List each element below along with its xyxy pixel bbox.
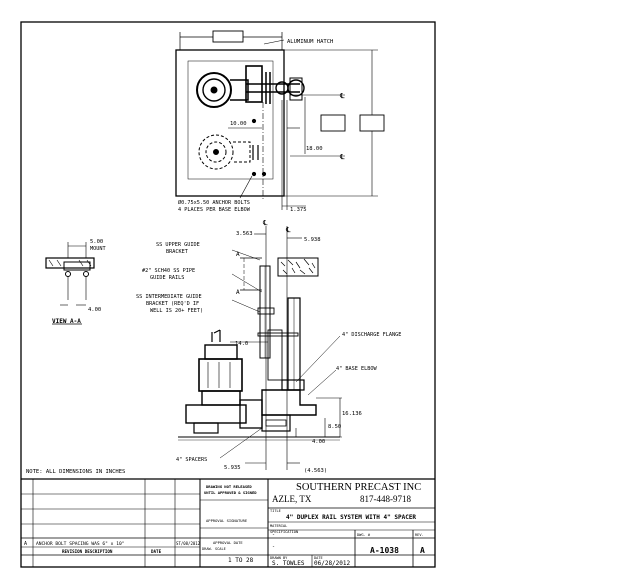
material-header: MATERIAL — [270, 524, 287, 528]
drawn-by-header: DRAWN BY — [270, 556, 288, 560]
elevation-view — [178, 226, 342, 470]
pipe-label-2: GUIDE RAILS — [150, 275, 184, 281]
dim-box-1 — [320, 114, 346, 132]
rev-col-date: DATE — [151, 549, 162, 554]
approval-signature-label: APPROVAL SIGNATURE — [206, 518, 248, 523]
dwg-header: DWG. # — [357, 533, 371, 537]
drawing-number: A-1038 — [370, 546, 399, 555]
date-header: DATE — [314, 556, 323, 560]
scale-header: DRAW. SCALE — [202, 547, 226, 551]
basin-outline — [175, 49, 285, 197]
drawn-by-value: S. TOWLES — [272, 560, 305, 567]
drawing-title: 4" DUPLEX RAIL SYSTEM WITH 4" SPACER — [286, 514, 416, 521]
dim-5935: 5.935 — [224, 465, 241, 471]
rev-value: A — [420, 546, 425, 555]
elevation-view-text: ℄ ℄ 3.563 5.938 SS UPPER GUIDE BRACKET #… — [136, 219, 401, 474]
anchor-bolts-label-1: Ø0.75x5.50 ANCHOR BOLTS — [178, 199, 250, 206]
dim-16136: 16.136 — [342, 411, 362, 417]
rev-col-desc: REVISION DESCRIPTION — [62, 549, 113, 554]
dim-1375: 1.375 — [290, 207, 307, 213]
dim-18: 18.00 — [306, 146, 323, 152]
sheet-border — [20, 21, 436, 568]
approval-date-label: APPROVAL DATE — [213, 540, 243, 545]
intermediate-label-3: WELL IS 20+ FEET) — [150, 308, 203, 314]
anchor-bolts-label-2: 4 PLACES PER BASE ELBOW — [178, 207, 251, 213]
notice-line-1: DRAWING NOT RELEASED — [206, 484, 252, 489]
title-block — [21, 478, 435, 567]
rev-header: REV. — [415, 533, 424, 537]
company-city: AZLE, TX — [272, 494, 312, 504]
company-phone: 817-448-9718 — [360, 494, 411, 504]
dim-850: 8.50 — [328, 424, 341, 430]
dim-5938: 5.938 — [304, 237, 321, 243]
view-dim-400: 4.00 — [88, 307, 101, 313]
plan-view — [175, 30, 385, 210]
section-a-lower: A — [236, 289, 240, 296]
view-mount-label: MOUNT — [90, 246, 106, 252]
plan-view-text: ALUMINUM HATCH 10.00 18.00 ℄ ℄ Ø0.75x5.5… — [178, 39, 345, 213]
centerline-mark-4: ℄ — [285, 226, 291, 234]
note-dimensions: NOTE: ALL DIMENSIONS IN INCHES — [26, 469, 125, 475]
scale-value: 1 TO 28 — [228, 557, 254, 564]
intermediate-label-2: BRACKET (REQ'D IF — [146, 301, 199, 307]
specification-value: - — [272, 544, 275, 550]
dim-400b: 4.00 — [312, 439, 325, 445]
revision-description: ANCHOR BOLT SPACING WAS 6" x 10" — [36, 541, 125, 547]
intermediate-label-1: SS INTERMEDIATE GUIDE — [136, 294, 202, 300]
discharge-flange-label: 4" DISCHARGE FLANGE — [342, 332, 401, 338]
top-dim-box — [212, 30, 244, 43]
view-a-a — [45, 242, 95, 325]
dim-box-2 — [359, 114, 385, 132]
ss-upper-label-1: SS UPPER GUIDE — [156, 242, 200, 248]
title-header: TITLE — [270, 509, 281, 513]
notice-line-2: UNTIL APPROVED & SIGNED — [204, 490, 257, 495]
title-block-text: A ANCHOR BOLT SPACING WAS 6" x 10" ST/08… — [24, 482, 425, 567]
view-a-a-text: 5.00 MOUNT 4.00 VIEW A-A — [52, 239, 106, 325]
centerline-mark-1: ℄ — [339, 92, 345, 100]
view-dim-500: 5.00 — [90, 239, 103, 245]
dim-4563: (4.563) — [304, 468, 327, 474]
date-value: 06/28/2012 — [314, 560, 351, 567]
dim-3563: 3.563 — [236, 231, 253, 237]
specification-header: SPECIFICATION — [270, 530, 298, 534]
dim-10: 10.00 — [230, 121, 247, 127]
spacers-label: 4" SPACERS — [176, 457, 207, 463]
view-title: VIEW A-A — [52, 318, 81, 325]
centerline-mark-2: ℄ — [339, 153, 345, 161]
section-a-upper: A — [236, 251, 240, 258]
dim-14: 14.0 — [235, 341, 248, 347]
centerline-mark-3: ℄ — [262, 219, 268, 227]
revision-by-date: ST/08/2012 — [176, 541, 201, 546]
revision-letter: A — [24, 541, 27, 547]
base-elbow-label: 4" BASE ELBOW — [336, 366, 377, 372]
pipe-label-1: #2" SCH40 SS PIPE — [142, 268, 195, 274]
material-value: - — [272, 532, 275, 538]
company-name: SOUTHERN PRECAST INC — [296, 482, 421, 493]
ss-upper-label-2: BRACKET — [166, 249, 188, 255]
aluminum-hatch-label: ALUMINUM HATCH — [287, 39, 333, 45]
